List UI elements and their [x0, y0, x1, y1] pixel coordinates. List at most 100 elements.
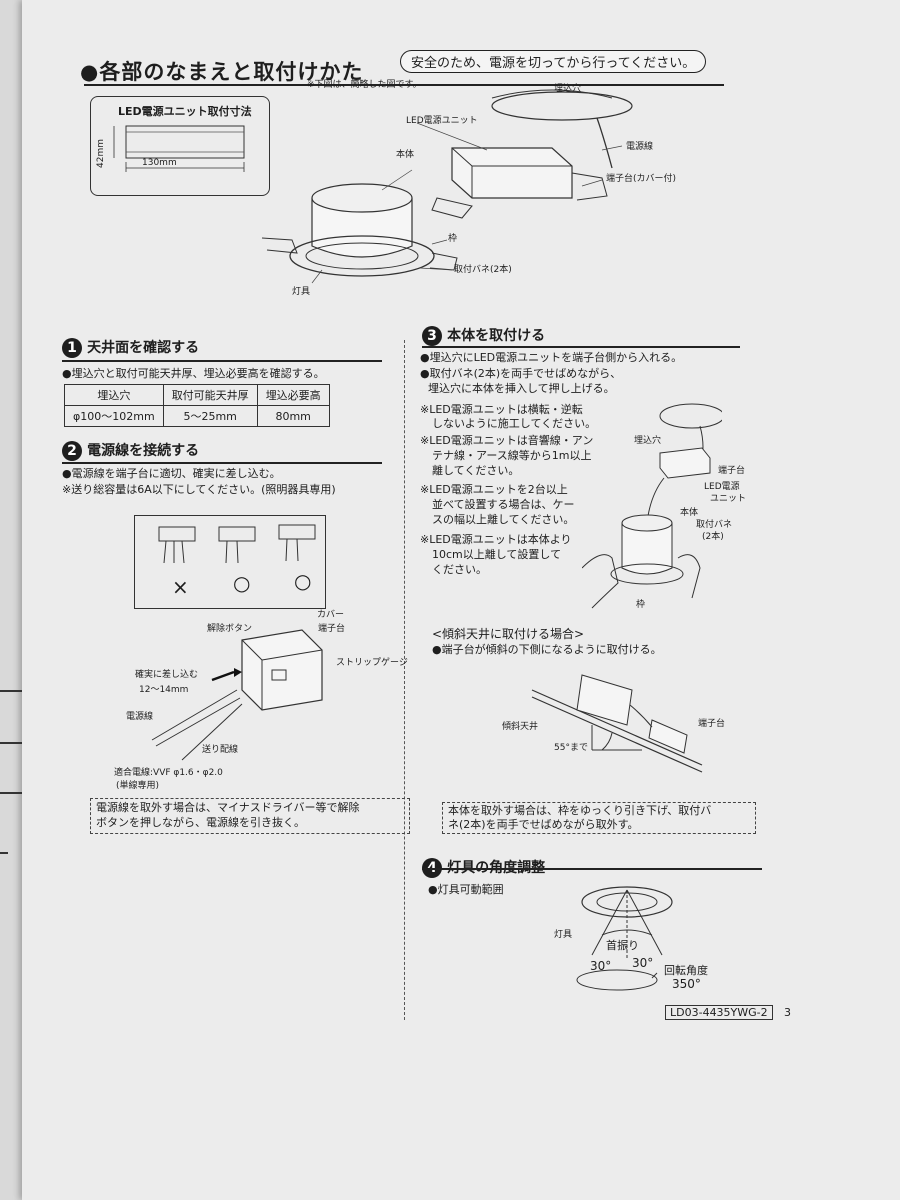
- fig-frame: 枠: [636, 600, 646, 610]
- slope-figure: [531, 674, 703, 773]
- table-cell: 5〜25mm: [162, 405, 258, 427]
- removal-note-line2: ボタンを押しながら、電源線を引き抜く。: [96, 816, 305, 829]
- section-2-line1: ●電源線を端子台に適切、確実に差し込む。: [62, 467, 281, 480]
- edge-mark: [0, 690, 22, 692]
- install-figure: [582, 403, 722, 609]
- note-4a: ※LED電源ユニットは本体より: [420, 533, 572, 546]
- spec-table: 埋込穴 取付可能天井厚 埋込必要高 φ100〜102mm 5〜25mm 80mm: [64, 384, 330, 427]
- removal-note-box: [90, 798, 410, 834]
- connection-examples: [158, 524, 316, 564]
- angle-swing-label: 首振り: [606, 939, 639, 952]
- label-strip-length: 12〜14mm: [139, 685, 189, 695]
- label-hole: 埋込穴: [554, 84, 582, 94]
- label-spring: 取付バネ(2本): [454, 265, 512, 275]
- section-3-line2: ●取付バネ(2本)を両手でせばめながら、: [420, 367, 622, 380]
- width-dimension: 130mm: [142, 158, 177, 168]
- dimension-box: [90, 96, 270, 196]
- slope-ceiling-label: 傾斜天井: [502, 722, 539, 732]
- fig-body: 本体: [680, 508, 699, 518]
- angle-right: 30°: [632, 956, 654, 970]
- note-2c: 離してください。: [432, 464, 520, 477]
- section-3-rule: [422, 346, 740, 348]
- step-number-1: 1: [62, 338, 82, 358]
- remove-note-line2: ネ(2本)を両手でせばめながら取外す。: [448, 818, 639, 831]
- note-3a: ※LED電源ユニットを2台以上: [420, 483, 568, 496]
- mark-ok: ○: [294, 569, 312, 593]
- section-2-title: 電源線を接続する: [87, 443, 200, 459]
- note-3b: 並べて設置する場合は、ケー: [432, 498, 575, 511]
- label-fixture: 灯具: [292, 287, 311, 297]
- slope-text: ●端子台が傾斜の下側になるように取付ける。: [432, 643, 662, 656]
- table-header: 埋込必要高: [256, 384, 330, 406]
- note-4c: ください。: [432, 563, 487, 576]
- section-3-line3: 埋込穴に本体を挿入して押し上げる。: [428, 382, 615, 395]
- section-4-sub: ●灯具可動範囲: [428, 883, 504, 896]
- diagram-note: ※下図は、簡略した図です。: [307, 80, 422, 90]
- safety-warning: 安全のため、電源を切ってから行ってください。: [400, 50, 707, 73]
- edge-mark: [0, 742, 22, 744]
- rotation-value: 350°: [672, 977, 701, 991]
- slope-terminal-label: 端子台: [698, 719, 726, 729]
- manual-page: ●各部のなまえと取付けかた 安全のため、電源を切ってから行ってください。 ※下図…: [22, 0, 900, 1200]
- note-1a: ※LED電源ユニットは横転・逆転: [420, 403, 583, 416]
- remove-note-box: [442, 802, 756, 834]
- table-cell: φ100〜102mm: [64, 405, 164, 427]
- section-1-text: ●埋込穴と取付可能天井厚、埋込必要高を確認する。: [62, 367, 325, 380]
- parts-overview-diagram: [261, 89, 633, 284]
- step-number-3: 3: [422, 326, 442, 346]
- angle-left: 30°: [590, 959, 612, 973]
- dimension-title: LED電源ユニット取付寸法: [118, 105, 252, 118]
- label-body: 本体: [396, 150, 415, 160]
- edge-mark: [0, 792, 22, 794]
- fig-spring-2: (2本): [702, 532, 724, 542]
- document-code: LD03-4435YWG-2: [665, 1005, 773, 1020]
- step-number-2: 2: [62, 441, 82, 461]
- section-1-heading: 1 天井面を確認する: [62, 337, 199, 358]
- note-2b: テナ線・アース線等から1m以上: [432, 449, 592, 462]
- table-header: 取付可能天井厚: [162, 384, 258, 406]
- edge-mark: [0, 852, 8, 854]
- page-number: 3: [784, 1006, 791, 1019]
- section-1-rule: [62, 360, 382, 362]
- section-1-title: 天井面を確認する: [87, 340, 200, 356]
- wire-spec: 適合電線:VVF φ1.6・φ2.0: [114, 768, 223, 778]
- page-title: ●各部のなまえと取付けかた: [80, 60, 364, 84]
- height-dimension: 42mm: [96, 139, 106, 168]
- note-2a: ※LED電源ユニットは音響線・アン: [420, 434, 594, 447]
- section-2-line2: ※送り総容量は6A以下にしてください。(照明器具専用): [62, 483, 336, 496]
- remove-note-line1: 本体を取外す場合は、枠をゆっくり引き下げ、取付バ: [448, 804, 712, 817]
- mark-ok: ○: [233, 571, 251, 595]
- slope-title: <傾斜天井に取付ける場合>: [432, 627, 585, 641]
- removal-note-line1: 電源線を取外す場合は、マイナスドライバー等で解除: [96, 801, 360, 814]
- angle-adjust-figure: [576, 886, 673, 991]
- label-release-button: 解除ボタン: [207, 624, 253, 634]
- section-3-title: 本体を取付ける: [447, 328, 546, 344]
- column-divider: [404, 340, 405, 1020]
- label-strip-gauge: ストリップゲージ: [336, 658, 408, 668]
- label-cover: カバー: [317, 610, 345, 620]
- slope-angle-label: 55°まで: [554, 743, 588, 753]
- label-power-cable: 電源線: [126, 712, 154, 722]
- section-2-heading: 2 電源線を接続する: [62, 440, 199, 461]
- label-insert: 確実に差し込む: [135, 670, 199, 680]
- table-cell: 80mm: [256, 405, 330, 427]
- section-3-line1: ●埋込穴にLED電源ユニットを端子台側から入れる。: [420, 351, 683, 364]
- table-row: φ100〜102mm 5〜25mm 80mm: [64, 405, 330, 427]
- fig-hole: 埋込穴: [634, 436, 662, 446]
- unit-dimension-drawing: [113, 125, 245, 172]
- label-terminal: 端子台(カバー付): [606, 174, 677, 184]
- table-header: 埋込穴: [64, 384, 164, 406]
- label-cable: 電源線: [626, 142, 654, 152]
- connection-example-box: [134, 515, 326, 609]
- section-2-rule: [62, 462, 382, 464]
- angle-fixture-label: 灯具: [554, 930, 573, 940]
- table-header-row: 埋込穴 取付可能天井厚 埋込必要高: [64, 384, 330, 406]
- fig-unit-1: LED電源: [704, 482, 740, 492]
- label-led-unit: LED電源ユニット: [406, 116, 478, 126]
- title-underline: [84, 84, 724, 86]
- label-terminal-block: 端子台: [318, 624, 346, 634]
- fig-terminal: 端子台: [718, 466, 746, 476]
- fig-spring-1: 取付バネ: [696, 520, 733, 530]
- note-1b: しないように施工してください。: [432, 417, 597, 430]
- wire-spec-note: (単線専用): [116, 781, 160, 791]
